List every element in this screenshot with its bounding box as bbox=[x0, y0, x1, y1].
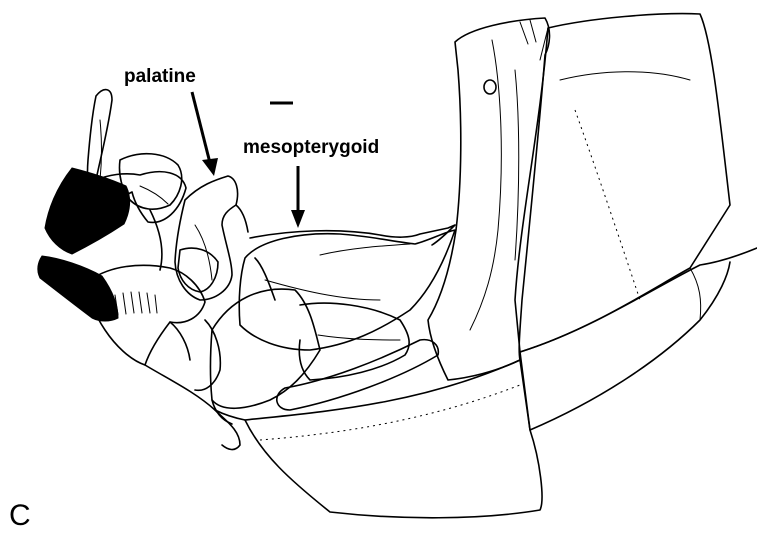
mesopterygoid-label: mesopterygoid bbox=[243, 137, 379, 158]
mesopterygoid-arrow bbox=[291, 166, 305, 228]
interopercle-bone bbox=[245, 360, 542, 518]
subopercle-bone bbox=[520, 248, 757, 430]
palatine-label: palatine bbox=[124, 66, 196, 87]
upper-tooth-band bbox=[45, 168, 130, 254]
preopercle-bone bbox=[428, 18, 550, 380]
opercle-bone bbox=[515, 14, 730, 352]
ectopterygoid-bone bbox=[211, 289, 410, 408]
panel-letter: C bbox=[9, 499, 31, 532]
palatine-arrow bbox=[192, 92, 218, 176]
palatine-bone bbox=[175, 176, 248, 300]
mesopterygoid-bone bbox=[250, 225, 455, 255]
lower-tooth-band bbox=[38, 256, 118, 321]
angular-bone bbox=[145, 365, 245, 424]
